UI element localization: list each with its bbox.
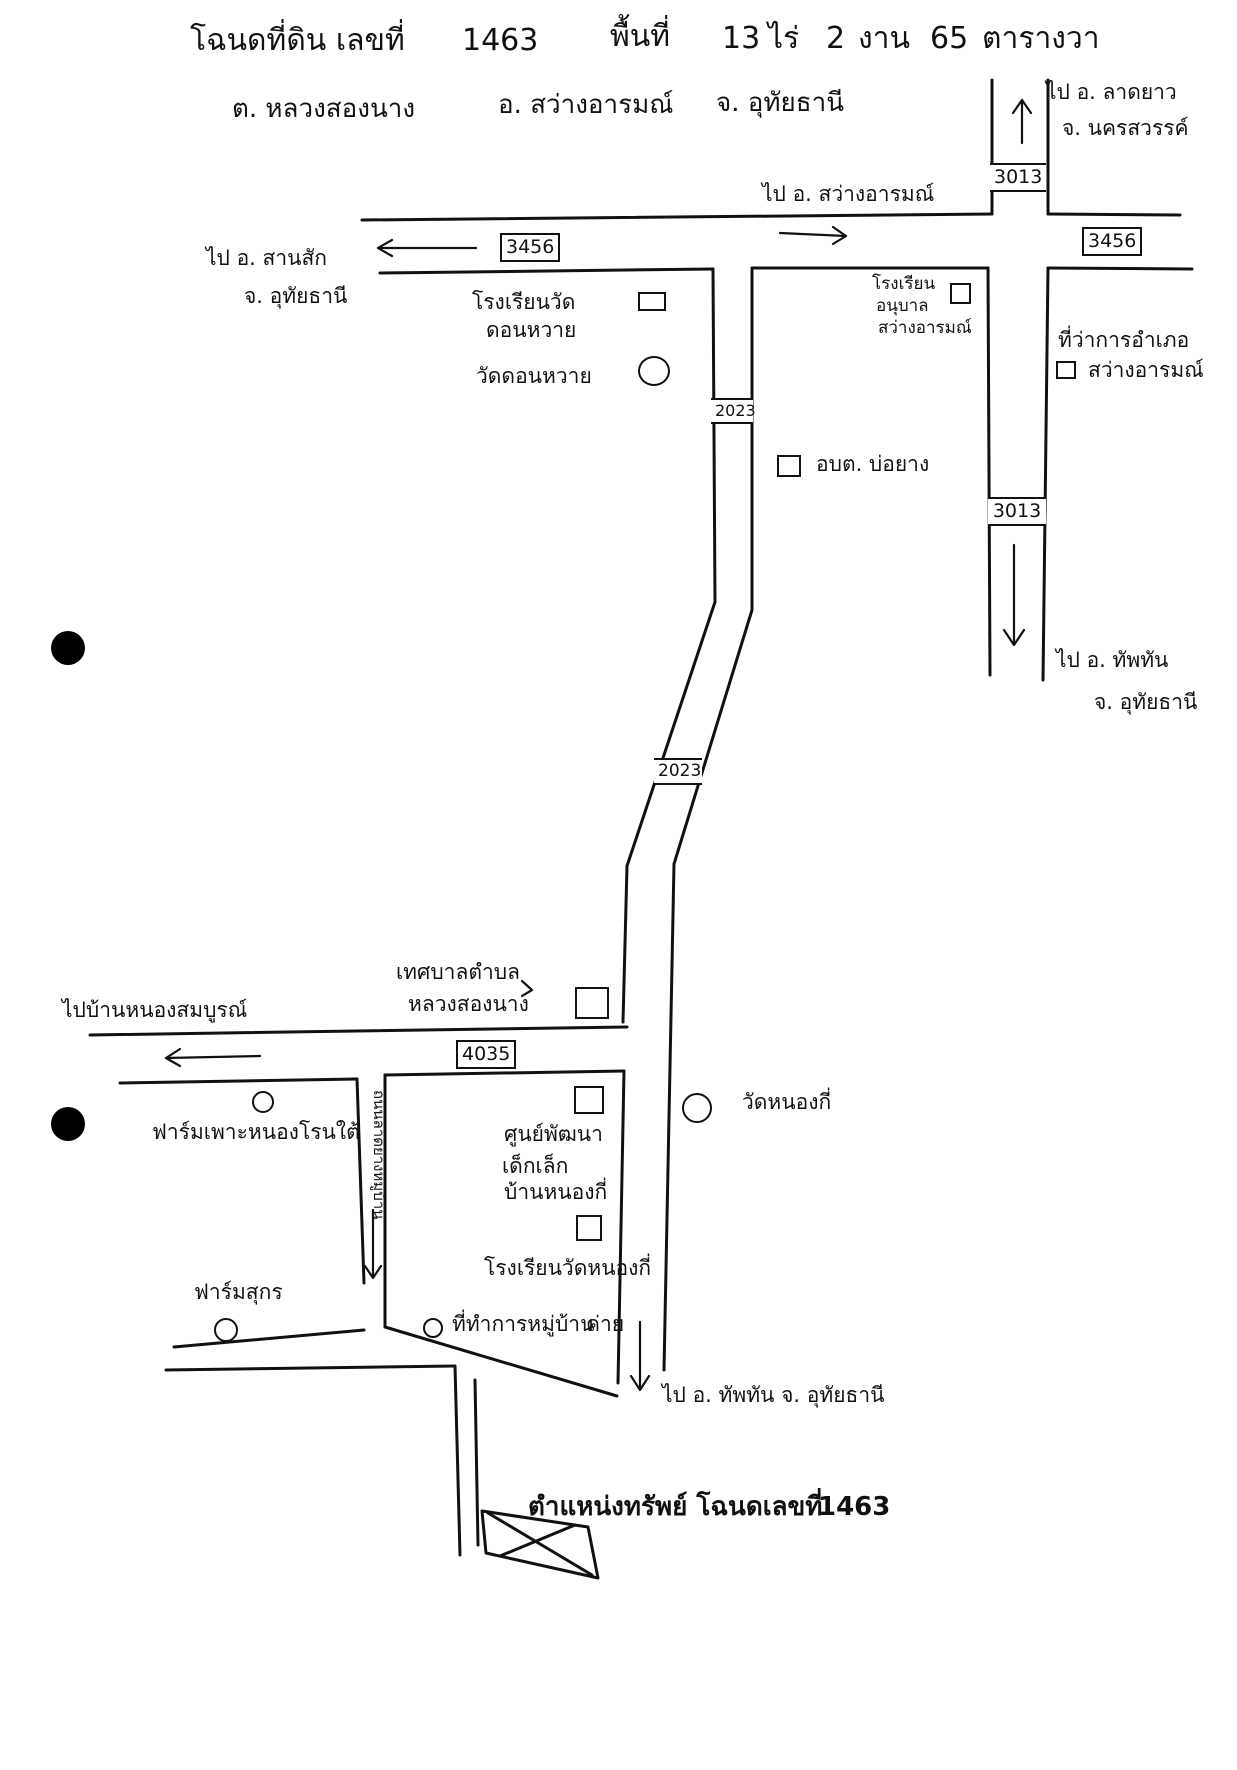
deed-label: โฉนดที่ดิน เลขที่ xyxy=(190,23,405,58)
route-4035-label: 4035 xyxy=(456,1040,517,1069)
kindergarten-symbol xyxy=(950,283,971,304)
route-3456-east-label: 3456 xyxy=(1082,227,1143,256)
municipality-label-1: เทศบาลตำบล xyxy=(396,960,520,984)
province: จ. อุทัยธานี xyxy=(716,88,844,118)
to-lat-yao-line2: จ. นครสวรรค์ xyxy=(1062,116,1189,140)
pig-farm-label: ฟาร์มสุกร xyxy=(194,1280,283,1304)
deed-number: 1463 xyxy=(462,23,539,58)
property-deed-number: 1463 xyxy=(818,1492,891,1522)
village-office-suffix: ค่าย xyxy=(586,1312,625,1336)
kindergarten-label-2: อนุบาล xyxy=(876,296,929,316)
rai-unit: ไร่ xyxy=(768,21,800,56)
farm-nong-ro-symbol xyxy=(252,1091,274,1113)
child-center-label-2: เด็กเล็ก xyxy=(502,1154,569,1178)
to-san-sak-line2: จ. อุทัยธานี xyxy=(244,284,348,308)
binder-hole-upper xyxy=(51,631,85,665)
child-center-label-3: บ้านหนองกี่ xyxy=(504,1180,608,1204)
ngan-unit: งาน xyxy=(858,21,911,56)
to-thap-than-south: ไป อ. ทัพทัน จ. อุทัยธานี xyxy=(662,1383,885,1407)
route-2023-south-label: 2023 xyxy=(654,758,702,785)
sao-bo-yang-label: อบต. บ่อยาง xyxy=(816,452,930,476)
kindergarten-label-3: สว่างอารมณ์ xyxy=(878,318,972,338)
road-2023 xyxy=(621,266,754,1372)
side-road-name-label: ถนนลาดยางหมู่บ้าน xyxy=(370,1090,388,1220)
route-3013-south-label: 3013 xyxy=(988,497,1046,526)
village-office-label: ที่ทำการหมู่บ้าน xyxy=(452,1312,595,1336)
to-lat-yao-line1: ไป อ. ลาดยาว xyxy=(1046,80,1177,104)
district-office-symbol xyxy=(1056,361,1076,379)
village-road xyxy=(164,1073,619,1557)
school-wat-nong-ko-symbol xyxy=(576,1215,602,1241)
sao-bo-yang-symbol xyxy=(777,455,801,477)
school-wat-don-wai-label-2: ดอนหวาย xyxy=(486,318,577,342)
road-3456 xyxy=(360,212,1194,275)
pig-farm-symbol xyxy=(214,1318,238,1342)
farm-nong-ro-label: ฟาร์มเพาะหนองโรนใต้ xyxy=(152,1120,360,1144)
municipality-label-2: หลวงสองนาง xyxy=(408,992,529,1016)
binder-hole-lower xyxy=(51,1107,85,1141)
kindergarten-label-1: โรงเรียน xyxy=(872,274,936,294)
property-label: ตำแหน่งทรัพย์ โฉนดเลขที่ xyxy=(528,1492,823,1522)
wat-nong-ko-symbol xyxy=(682,1093,712,1123)
school-wat-don-wai-symbol xyxy=(638,292,666,311)
wa-unit: ตารางวา xyxy=(982,21,1100,56)
subdistrict: ต. หลวงสองนาง xyxy=(232,94,416,124)
child-center-label-1: ศูนย์พัฒนา xyxy=(504,1122,603,1146)
to-thap-than-east-line1: ไป อ. ทัพทัน xyxy=(1056,648,1169,672)
to-nong-sombun: ไปบ้านหนองสมบูรณ์ xyxy=(62,998,248,1022)
district-office-label-2: สว่างอารมณ์ xyxy=(1088,358,1204,382)
district: อ. สว่างอารมณ์ xyxy=(498,90,674,120)
road-3013 xyxy=(986,78,1050,682)
road-4035 xyxy=(88,1025,629,1385)
village-office-symbol xyxy=(423,1318,443,1338)
area-label: พื้นที่ xyxy=(610,19,671,54)
wat-don-wai-symbol xyxy=(638,356,670,386)
route-3013-north-label: 3013 xyxy=(990,163,1046,192)
to-thap-than-east-line2: จ. อุทัยธานี xyxy=(1094,690,1198,714)
wa-value: 65 xyxy=(930,21,969,56)
route-2023-north-label: 2023 xyxy=(711,398,756,424)
rai-value: 13 xyxy=(722,21,761,56)
school-wat-don-wai-label-1: โรงเรียนวัด xyxy=(472,290,576,314)
municipality-symbol xyxy=(575,987,609,1019)
direction-arrows xyxy=(164,98,1033,1392)
route-3456-west-label: 3456 xyxy=(500,233,561,262)
property-parcel-shape xyxy=(480,1509,600,1580)
wat-nong-ko-label: วัดหนองกี่ xyxy=(742,1090,832,1114)
school-wat-nong-ko-label: โรงเรียนวัดหนองกี่ xyxy=(484,1256,652,1280)
to-san-sak-line1: ไป อ. สานสัก xyxy=(206,246,328,270)
district-office-label-1: ที่ว่าการอำเภอ xyxy=(1058,328,1190,352)
wat-don-wai-label: วัดดอนหวาย xyxy=(476,364,592,388)
ngan-value: 2 xyxy=(826,21,846,56)
to-sawang-arom: ไป อ. สว่างอารมณ์ xyxy=(762,182,935,206)
child-center-symbol xyxy=(574,1086,604,1114)
